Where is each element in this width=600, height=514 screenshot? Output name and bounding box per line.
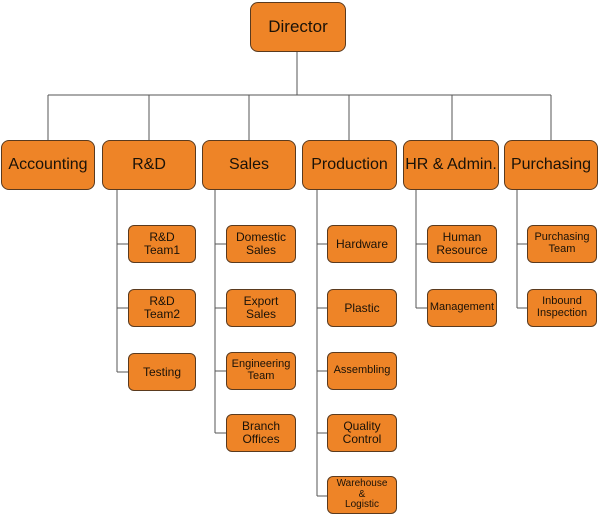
dept-production: Production bbox=[302, 140, 397, 190]
unit-engineering-team: Engineering Team bbox=[226, 352, 296, 390]
unit-assembling: Assembling bbox=[327, 352, 397, 390]
unit-inbound-inspection: Inbound Inspection bbox=[527, 289, 597, 327]
dept-hr-admin: HR & Admin. bbox=[403, 140, 499, 190]
unit-plastic: Plastic bbox=[327, 289, 397, 327]
unit-purchasing-team: Purchasing Team bbox=[527, 225, 597, 263]
unit-domestic-sales: Domestic Sales bbox=[226, 225, 296, 263]
unit-rd-team1: R&D Team1 bbox=[128, 225, 196, 263]
unit-management: Management bbox=[427, 289, 497, 327]
dept-rd: R&D bbox=[102, 140, 196, 190]
unit-testing: Testing bbox=[128, 353, 196, 391]
director-box: Director bbox=[250, 2, 346, 52]
unit-rd-team2: R&D Team2 bbox=[128, 289, 196, 327]
dept-purchasing: Purchasing bbox=[504, 140, 598, 190]
dept-sales: Sales bbox=[202, 140, 296, 190]
unit-branch-offices: Branch Offices bbox=[226, 414, 296, 452]
unit-hardware: Hardware bbox=[327, 225, 397, 263]
unit-export-sales: Export Sales bbox=[226, 289, 296, 327]
unit-human-resource: Human Resource bbox=[427, 225, 497, 263]
dept-accounting: Accounting bbox=[1, 140, 95, 190]
unit-warehouse-logistic: Warehouse & Logistic bbox=[327, 476, 397, 514]
unit-quality-control: Quality Control bbox=[327, 414, 397, 452]
